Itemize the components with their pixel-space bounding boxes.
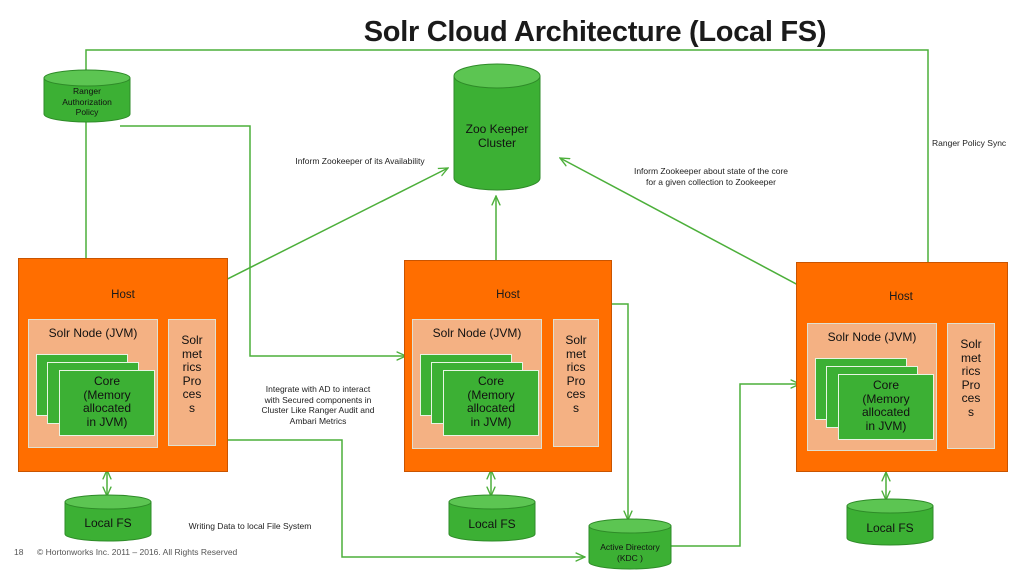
ranger-sync-label: Ranger Policy Sync (932, 138, 1007, 148)
host-2: Host Solr Node (JVM) Core (Memory alloca… (404, 260, 612, 472)
host-2-label: Host (496, 289, 520, 301)
integrate-ad-label: Integrate with AD to interact with Secur… (261, 384, 375, 426)
copyright-footer: © Hortonworks Inc. 2011 – 2016. All Righ… (37, 547, 238, 557)
local-fs-3-label: Local FS (866, 521, 914, 535)
solr-node-2-label: Solr Node (JVM) (432, 326, 522, 340)
local-fs-2-label: Local FS (468, 517, 516, 531)
solr-node-3-label: Solr Node (JVM) (827, 330, 917, 344)
inform-availability-label: Inform Zookeeper of its Availability (295, 156, 425, 166)
host1-ad-line (165, 439, 585, 557)
active-directory-cylinder (588, 518, 672, 570)
metrics-3: Solr met rics Pro ces s (947, 323, 995, 449)
core-1-label: Core (Memory allocated in JVM) (82, 374, 132, 429)
solr-node-1-label: Solr Node (JVM) (48, 326, 138, 340)
core-2-front: Core (Memory allocated in JVM) (443, 370, 539, 436)
local-fs-2-cylinder (448, 494, 536, 542)
local-fs-1-label: Local FS (84, 516, 132, 530)
page-number: 18 (14, 547, 24, 557)
local-fs-1-cylinder (64, 494, 152, 542)
solr-node-2: Solr Node (JVM) Core (Memory allocated i… (412, 319, 542, 449)
metrics-1: Solr met rics Pro ces s (168, 319, 216, 446)
core-3-label: Core (Memory allocated in JVM) (861, 378, 911, 433)
ad-host3-line (670, 384, 800, 547)
core-3-front: Core (Memory allocated in JVM) (838, 374, 934, 440)
ranger-policy-label: Ranger Authorization Policy (62, 86, 112, 117)
metrics-2: Solr met rics Pro ces s (553, 319, 599, 447)
zookeeper-cylinder (453, 63, 541, 191)
host-3-label: Host (889, 291, 913, 303)
active-directory-label: Active Directory (KDC ) (600, 542, 660, 563)
inform-state-label: Inform Zookeeper about state of the core… (633, 166, 789, 187)
ranger-policy-cylinder (43, 69, 131, 123)
solr-node-3: Solr Node (JVM) Core (Memory allocated i… (807, 323, 937, 451)
host-1-label: Host (111, 289, 135, 301)
host-3: Host Solr Node (JVM) Core (Memory alloca… (796, 262, 1008, 472)
core-1-front: Core (Memory allocated in JVM) (59, 370, 155, 436)
page-title: Solr Cloud Architecture (Local FS) (363, 16, 827, 48)
core-2-label: Core (Memory allocated in JVM) (466, 374, 516, 429)
ranger-sync-line (85, 49, 928, 310)
host-1: Host Solr Node (JVM) Core (Memory alloca… (18, 258, 228, 472)
zookeeper-label: Zoo Keeper Cluster (465, 122, 529, 150)
writing-data-label: Writing Data to local File System (188, 521, 312, 531)
solr-node-1: Solr Node (JVM) Core (Memory allocated i… (28, 319, 158, 448)
local-fs-3-cylinder (846, 498, 934, 546)
